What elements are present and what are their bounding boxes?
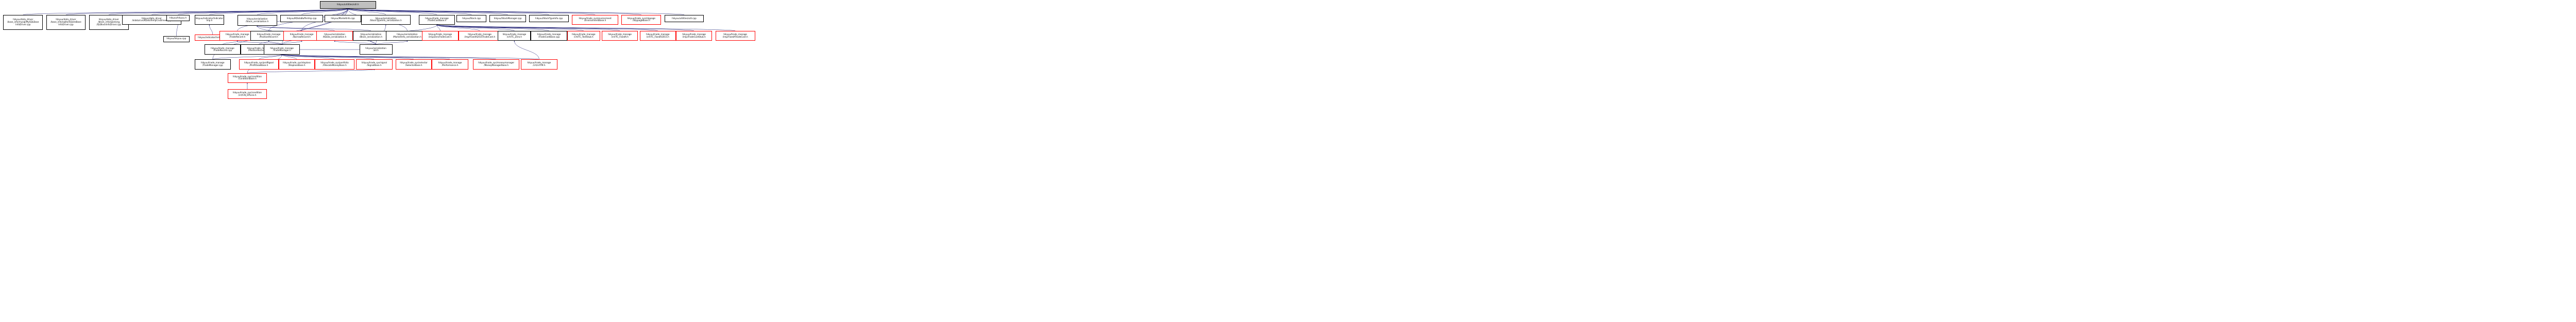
node-trade-record-cpp[interactable]: hikyuu/trade_manage /TradeRecord.cpp (204, 44, 241, 55)
node-tc-zero-h[interactable]: hikyuu/trade_manage /crt/TC_Zero.h (498, 31, 531, 41)
node-environment-base-h[interactable]: hikyuu/trade_sys/environment /Environmen… (572, 14, 618, 25)
node-market-info-cpp[interactable]: hikyuu/MarketInfo.cpp (325, 14, 361, 23)
node-stock-type-info-cpp[interactable]: hikyuu/StockTypeInfo.cpp (529, 14, 569, 23)
node-hikyuu-h[interactable]: hikyuu/hikyuu.h (166, 14, 190, 21)
node-fixed-a2015-trade-cost-h[interactable]: hikyuu/trade_manage /imp/FixedA2015Trade… (458, 31, 501, 41)
edge-stockcpp-to-util (347, 8, 472, 15)
node-stock-serialization-h[interactable]: hikyuu/serialization /Stock_serializatio… (237, 14, 277, 26)
edge-utilcpp-to-util (347, 8, 685, 15)
edge-fixeda2015-to-tradecostbase (436, 24, 480, 31)
node-tc-fixed-a2015-h[interactable]: hikyuu/trade_manage /crt/TC_FixedA2015.h (639, 31, 676, 41)
node-trade-record-h[interactable]: hikyuu/trade_manage /TradeRecord.h (219, 31, 256, 41)
edge-qianlong-to-util (108, 8, 349, 15)
edge-signal-to-tmh (281, 54, 375, 60)
edge-stockser-to-util (257, 8, 349, 15)
edge-tcfixeda2015-to-tradecostbase (436, 24, 658, 31)
node-trade-cost-base-h[interactable]: hikyuu/trade_manage /TradeCostBase.h (418, 14, 455, 25)
node-all-serialization-h[interactable]: hikyuu/serialization /all.h (359, 44, 393, 55)
node-sqlite-base-info-driver-cpp[interactable]: hikyuu/data_driver /base_info/sqlite/SQL… (46, 14, 86, 30)
node-trade-cost-stub-h[interactable]: hikyuu/trade_manage /imp/TradeCostStub.h (676, 31, 713, 41)
include-dependency-graph: hikyuu/utilities/util.h hikyuu/data_driv… (0, 0, 824, 101)
edge-kdataser-to-stockser (257, 26, 335, 31)
node-money-manager-base-h[interactable]: hikyuu/trade_sys/moneymanager /MoneyMana… (473, 59, 519, 70)
edge-allser-to-blockser (370, 40, 376, 45)
edge-tradecostbase-to-util (347, 8, 437, 15)
edge-envbase-to-util (347, 8, 596, 15)
node-profit-goal-base-h[interactable]: hikyuu/trade_sys/profitgoal /ProfitGoalB… (239, 59, 279, 70)
node-fixed-a-trade-cost-h[interactable]: hikyuu/trade_manage /imp/FixedATradeCost… (715, 31, 755, 41)
node-mysql-base-info-driver-cpp[interactable]: hikyuu/data_driver /base_info/mysql/MySQ… (3, 14, 43, 30)
node-tc-fixed-a-h[interactable]: hikyuu/trade_manage /crt/TC_FixedA.h (602, 31, 638, 41)
node-allocate-money-base-h[interactable]: hikyuu/trade_sys/portfolio /AllocateMone… (315, 59, 354, 70)
edge-indimp-to-util (209, 8, 349, 15)
edge-moneymgr-to-tmh (281, 54, 497, 60)
edge-tcbasecpp-to-tradecostbase (436, 24, 549, 31)
node-stoploss-base-h[interactable]: hikyuu/trade_sys/stoploss /StoplossBase.… (278, 59, 315, 70)
edge-indh-to-indimp (209, 24, 213, 35)
node-ql-block-info-driver-cpp[interactable]: hikyuu/data_driver /block_info/qianlong … (89, 14, 129, 30)
node-cn-opline-h[interactable]: hikyuu/trade_sys/condition /crt/CN_OPLin… (227, 89, 267, 99)
node-stock-type-info-serialization-h[interactable]: hikyuu/serialization /StockTypeInfo_seri… (361, 14, 411, 25)
node-slippage-base-h[interactable]: hikyuu/trade_sys/slippage /SlippageBase.… (621, 14, 662, 25)
node-performance-h[interactable]: hikyuu/trade_manage /Performance.h (432, 59, 468, 70)
node-stock-cpp[interactable]: hikyuu/Stock.cpp (456, 14, 486, 23)
node-tc-test-stub-h[interactable]: hikyuu/trade_manage /crt/TC_TestStub.h (567, 31, 600, 41)
node-condition-base-h[interactable]: hikyuu/trade_sys/condition /ConditionBas… (227, 73, 267, 83)
edge-tmcpp-to-tmh (212, 54, 283, 60)
node-trade-cost-base-cpp[interactable]: hikyuu/trade_manage /TradeCostBase.cpp (531, 31, 567, 41)
node-crt-tm-h[interactable]: hikyuu/trade_manage /crt/crtTM.h (521, 59, 557, 70)
node-trade-manager-h[interactable]: hikyuu/trade_manage /TradeManager.h (264, 44, 300, 55)
node-kdata-serialization-h[interactable]: hikyuu/serialization /KData_serializatio… (316, 31, 353, 41)
edge-crttm-to-tmh (281, 54, 539, 60)
node-trade-manager-cpp[interactable]: hikyuu/trade_manage /TradeManager.cpp (194, 59, 231, 70)
node-zero-trade-cost-h[interactable]: hikyuu/trade_manage /imp/ZeroTradeCost.h (422, 31, 459, 41)
node-signal-base-h[interactable]: hikyuu/trade_sys/signal /SignalBase.h (356, 59, 393, 70)
edge-tmh-to-borrowh (281, 40, 302, 45)
node-stock-manager-cpp[interactable]: hikyuu/StockManager.cpp (489, 14, 526, 23)
edge-stocktypeser-to-util (347, 8, 386, 15)
node-position-record-h[interactable]: hikyuu/trade_manage /PositionRecord.h (250, 31, 287, 41)
edge-portfolio-to-tmh (281, 54, 335, 60)
edge-tmh-to-posrecordh (268, 40, 282, 45)
edge-allser-to-marketser (376, 40, 408, 45)
edge-crttm-to-tczero (514, 40, 539, 60)
edge-fixedacost-to-tradecostbase (436, 24, 736, 31)
edge-tczero-to-tradecostbase (436, 24, 515, 31)
node-kdata-buffer-imp-cpp[interactable]: hikyuu/KDataBufferImp.cpp (280, 14, 324, 23)
node-indicator-imp-h[interactable]: hikyuu/indicator/Indicator Imp.h (194, 14, 225, 25)
node-util-cpp[interactable]: hikyuu/utilities/util.cpp (664, 14, 704, 23)
node-borrow-record-h[interactable]: hikyuu/trade_manage /BorrowRecord.h (283, 31, 320, 41)
node-block-serialization-h[interactable]: hikyuu/serialization /Block_serializatio… (352, 31, 389, 41)
node-selector-base-h[interactable]: hikyuu/trade_sys/selector /SelectorBase.… (396, 59, 432, 70)
node-util-h[interactable]: hikyuu/utilities/util.h (319, 1, 376, 9)
node-hikyuu-cpp[interactable]: hikyuu/hikyuu.cpp (163, 36, 190, 42)
edge-condbase-to-signal (247, 69, 375, 73)
edge-tmh-to-traderecordh (236, 40, 282, 45)
edge-profitgoal-to-tmh (259, 54, 283, 60)
edge-kdatabuf-to-util (301, 8, 349, 15)
edge-allser-to-kdataser (334, 40, 376, 45)
